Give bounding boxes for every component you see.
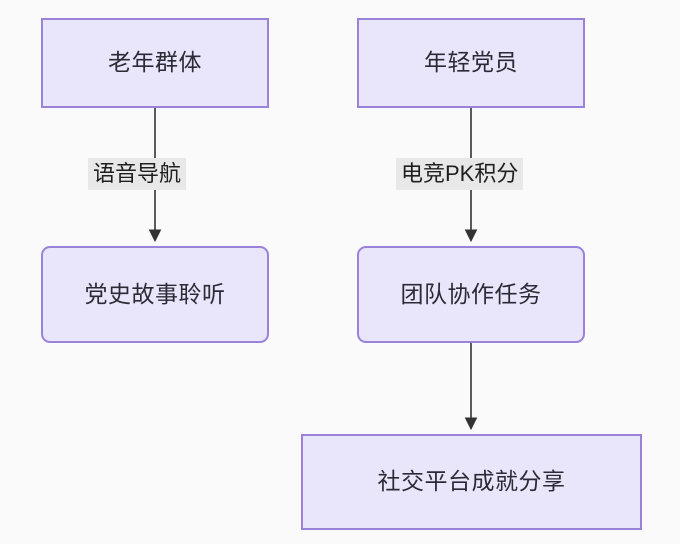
node-social-platform-achievement-sharing[interactable]: 社交平台成就分享: [301, 434, 642, 530]
node-label: 年轻党员: [424, 49, 518, 76]
node-label: 社交平台成就分享: [377, 468, 566, 495]
node-label: 团队协作任务: [400, 280, 542, 307]
node-label: 党史故事聆听: [84, 280, 226, 307]
node-team-collaboration-task[interactable]: 团队协作任务: [357, 246, 585, 343]
node-party-history-listening[interactable]: 党史故事聆听: [41, 246, 269, 343]
edge-label-esports-pk-points: 电竞PK积分: [396, 158, 524, 190]
node-young-party-member[interactable]: 年轻党员: [357, 18, 585, 108]
node-elderly-group[interactable]: 老年群体: [41, 18, 269, 108]
node-label: 老年群体: [108, 49, 202, 76]
edge-label-voice-navigation: 语音导航: [88, 158, 187, 190]
